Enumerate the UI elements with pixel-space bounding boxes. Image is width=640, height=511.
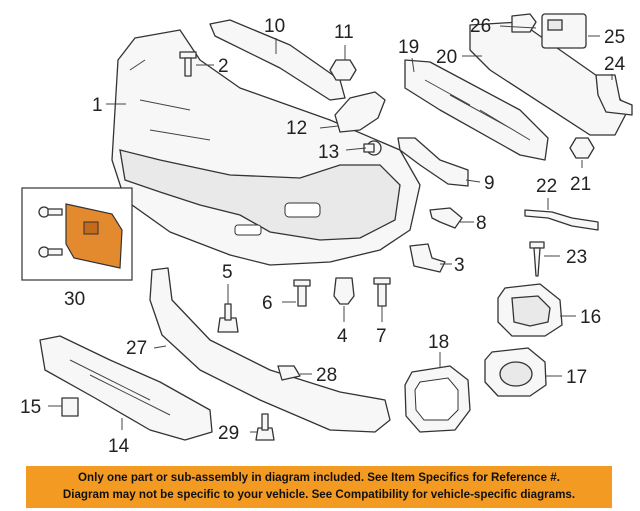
callout-19: 19 [398, 37, 419, 58]
callout-3: 3 [454, 255, 465, 276]
callout-22: 22 [536, 176, 557, 197]
upper-bracket [209, 19, 346, 101]
callout-29: 29 [218, 423, 239, 444]
callout-24: 24 [604, 54, 626, 75]
nut-part-21 [569, 137, 595, 159]
callout-11: 11 [334, 22, 354, 43]
disclaimer-line-1: Only one part or sub-assembly in diagram… [78, 471, 560, 484]
sensor-part-25 [541, 13, 587, 49]
nut-part-11 [329, 59, 357, 81]
callout-2: 2 [218, 56, 229, 77]
callout-26: 26 [470, 16, 491, 37]
bolt-part-29 [255, 413, 275, 441]
bolt-part-5 [217, 303, 239, 333]
callout-25: 25 [604, 27, 625, 48]
callout-1: 1 [92, 95, 103, 116]
clip-part-3 [409, 243, 446, 273]
callout-28: 28 [316, 365, 337, 386]
clip-part-2 [179, 51, 197, 77]
strip-22 [524, 209, 599, 231]
callout-14: 14 [108, 436, 130, 457]
bumper-cover [111, 29, 421, 266]
leader-lines [48, 25, 613, 433]
callout-7: 7 [376, 326, 387, 347]
bolt-part-6 [293, 279, 311, 307]
inset-bolt-upper [38, 206, 63, 218]
trim-ring-18 [404, 365, 471, 433]
fog-bezel-16 [497, 283, 563, 337]
fog-lamp-17 [484, 347, 547, 397]
retainer-part-4 [333, 277, 355, 305]
callout-8: 8 [476, 213, 487, 234]
brace-9 [397, 137, 469, 187]
callout-4: 4 [337, 326, 348, 347]
bolt-part-7 [373, 277, 391, 307]
callout-15: 15 [20, 397, 41, 418]
callout-23: 23 [566, 247, 587, 268]
callout-17: 17 [566, 367, 587, 388]
inset-box-30 [21, 187, 133, 281]
callout-16: 16 [580, 307, 601, 328]
callout-30: 30 [64, 289, 85, 310]
clip-part-28 [277, 365, 301, 381]
inset-bracket-part [65, 203, 123, 269]
disclaimer-line-2: Diagram may not be specific to your vehi… [62, 488, 576, 501]
callout-10: 10 [264, 16, 285, 37]
grommet-part-26 [511, 13, 537, 33]
clip-part-8 [429, 207, 463, 229]
callout-12: 12 [286, 118, 307, 139]
callout-9: 9 [484, 173, 495, 194]
clip-part-15 [61, 397, 79, 417]
callout-6: 6 [262, 293, 273, 314]
inset-bolt-lower [38, 246, 63, 258]
push-pin-23 [529, 241, 545, 277]
lower-cover-27 [149, 267, 391, 433]
disclaimer-banner: Only one part or sub-assembly in diagram… [26, 466, 612, 508]
callout-20: 20 [436, 47, 457, 68]
bracket-24 [595, 74, 633, 116]
callout-5: 5 [222, 262, 233, 283]
callout-13: 13 [318, 142, 339, 163]
side-bracket-12 [334, 91, 386, 133]
callout-21: 21 [570, 174, 591, 195]
callout-27: 27 [126, 338, 147, 359]
parts-diagram: 1 2 3 4 5 6 7 8 9 10 11 12 13 14 15 16 1… [20, 13, 633, 457]
callout-18: 18 [428, 332, 449, 353]
